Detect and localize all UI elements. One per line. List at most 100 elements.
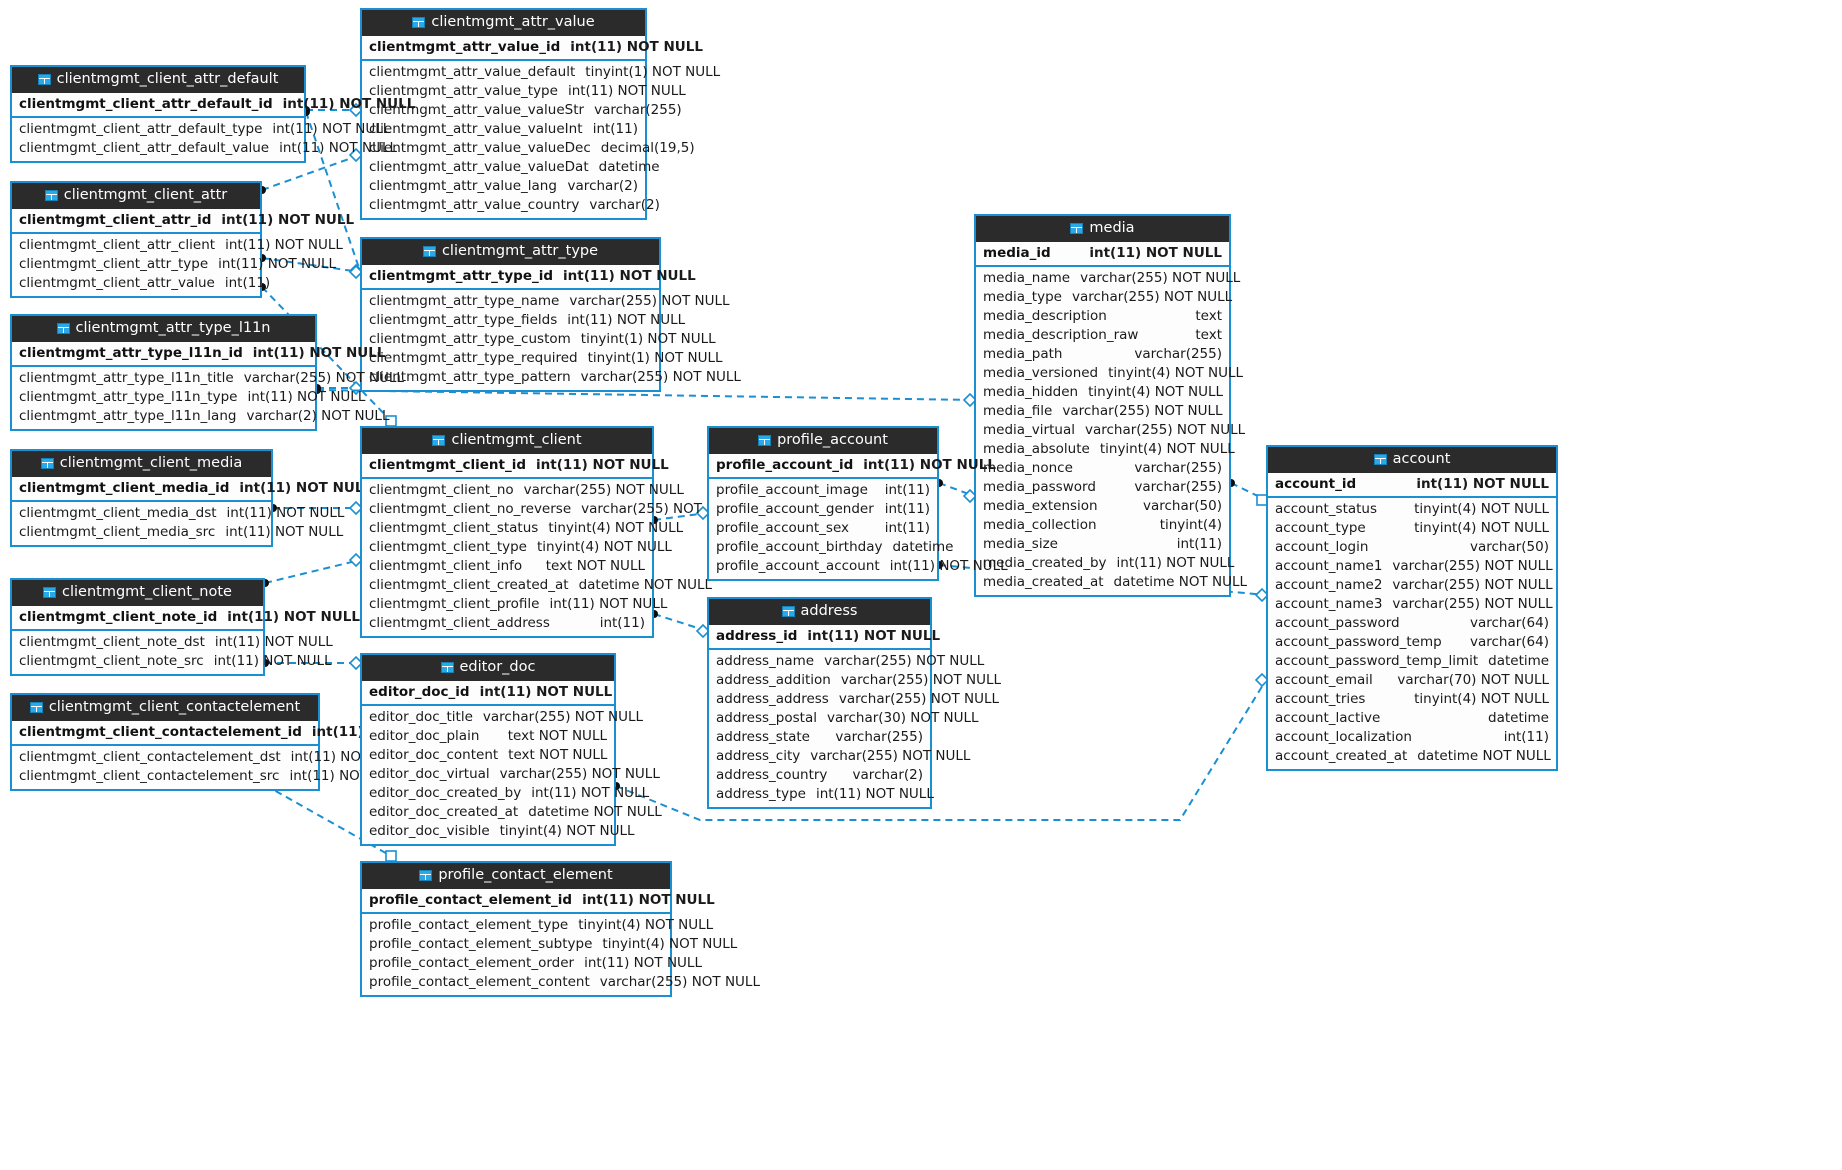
table-header-clientmgmt_attr_type[interactable]: clientmgmt_attr_type — [362, 239, 659, 265]
table-header-clientmgmt_attr_value[interactable]: clientmgmt_attr_value — [362, 10, 645, 36]
table-header-profile_contact_element[interactable]: profile_contact_element — [362, 863, 670, 889]
table-header-clientmgmt_client_attr[interactable]: clientmgmt_client_attr — [12, 183, 260, 209]
table-header-account[interactable]: account — [1268, 447, 1556, 473]
table-header-clientmgmt_attr_type_l11n[interactable]: clientmgmt_attr_type_l11n — [12, 316, 315, 342]
table-header-editor_doc[interactable]: editor_doc — [362, 655, 614, 681]
table-header-address[interactable]: address — [709, 599, 930, 625]
table-header-clientmgmt_client_note[interactable]: clientmgmt_client_note — [12, 580, 263, 606]
